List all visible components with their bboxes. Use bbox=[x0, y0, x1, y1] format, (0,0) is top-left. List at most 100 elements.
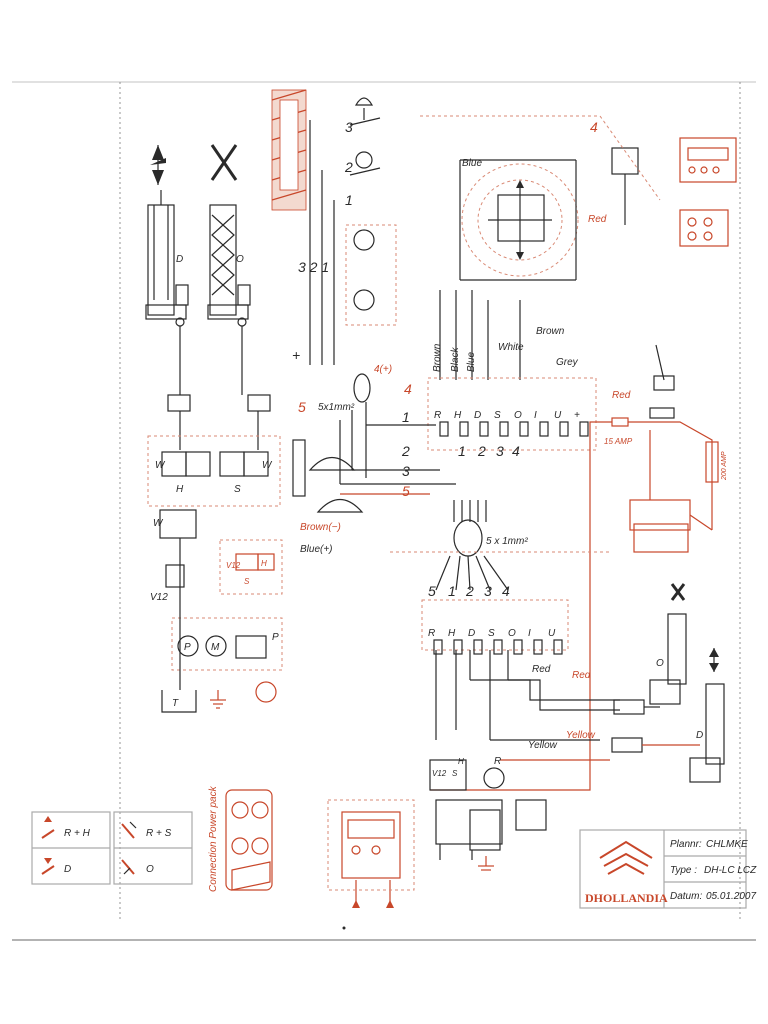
switch-2-label: 2 bbox=[344, 159, 353, 175]
plan-value: CHLMKE bbox=[706, 839, 748, 850]
cable-connector-top bbox=[353, 373, 371, 403]
solenoid-v12-label: V12 bbox=[226, 561, 241, 570]
lower-terminal-box bbox=[513, 639, 523, 655]
wire-yellow2-label: Yellow bbox=[566, 730, 596, 741]
cylinder-d-small: D bbox=[689, 648, 725, 783]
switch-3-label: 3 bbox=[345, 119, 353, 135]
wire-numbers: 1 2 3 5 1 2 3 4 bbox=[339, 402, 520, 499]
lower-terminal-label: I bbox=[528, 628, 531, 639]
lower-num-5: 5 bbox=[428, 583, 436, 599]
control-panel-icon bbox=[679, 137, 737, 247]
legend-tilt-down-icon bbox=[121, 859, 135, 875]
wire-yellow-label: Yellow bbox=[528, 740, 558, 751]
cyl-d-small-label: D bbox=[696, 730, 703, 741]
pp-v12-label: V12 bbox=[432, 769, 447, 778]
valve-s: W S bbox=[219, 451, 273, 495]
lower-terminal-label: O bbox=[508, 628, 516, 639]
solenoid-h-label: H bbox=[261, 559, 267, 568]
upper-terminal-label: + bbox=[574, 410, 580, 421]
cyl-o-label: O bbox=[236, 254, 244, 265]
wire-num-2: 2 bbox=[401, 443, 410, 459]
wire-red-strip-label: Red bbox=[612, 390, 631, 401]
power-pack-connection: Connection Power pack bbox=[208, 785, 273, 892]
tilt-cross-icon bbox=[210, 144, 238, 181]
upper-terminal-label: S bbox=[494, 410, 501, 421]
motor-icon bbox=[205, 635, 227, 657]
legend-item-rs: R + S bbox=[146, 828, 172, 839]
upper-terminal-box bbox=[559, 421, 569, 437]
wire-white-label: White bbox=[498, 342, 524, 353]
power-pack-label: Connection Power pack bbox=[208, 785, 219, 892]
lower-wiring: Red Red Yellow Yellow bbox=[435, 650, 700, 761]
battery-and-main-switch: 200 AMP bbox=[430, 344, 728, 791]
wire-321-label: 3 2 1 bbox=[298, 259, 329, 275]
relay-label: R bbox=[494, 756, 501, 767]
plan-label: Plannr: bbox=[670, 839, 702, 850]
switch-1-icon bbox=[345, 224, 397, 326]
valve-h: W H bbox=[155, 451, 211, 495]
lift-arrow-icon bbox=[150, 145, 166, 185]
cylinder-o: O bbox=[207, 204, 251, 327]
cable-top-label: 5x1mm² bbox=[318, 402, 355, 413]
lower-terminal-box bbox=[433, 639, 443, 655]
valve-w3-label: W bbox=[153, 518, 164, 529]
lower-terminal-box bbox=[493, 639, 503, 655]
relay-icon bbox=[483, 767, 505, 789]
wire-grey-label: Grey bbox=[556, 357, 579, 368]
lift-arrow-icon-small bbox=[709, 648, 719, 672]
lower-terminal-label: H bbox=[448, 628, 456, 639]
switch-2-icon bbox=[349, 151, 381, 176]
valve-w-label: W bbox=[155, 460, 166, 471]
blue-pos-label: Blue(+) bbox=[300, 544, 333, 555]
solenoid-s-label: S bbox=[244, 577, 250, 586]
pp-h-label: H bbox=[458, 757, 464, 766]
positive-label: 4(+) bbox=[374, 364, 392, 375]
lower-terminal-label: U bbox=[548, 628, 556, 639]
wire-red-top-label: Red bbox=[588, 214, 607, 225]
main-fuse-icon bbox=[705, 441, 719, 483]
pump-icon bbox=[177, 635, 199, 657]
lower-terminal-label: S bbox=[488, 628, 495, 639]
wire-5-label: 5 bbox=[298, 399, 306, 415]
fuse-label: 15 AMP bbox=[604, 437, 633, 446]
wire-4b-label: 4 bbox=[590, 119, 598, 135]
wire-num-4b: 4 bbox=[512, 443, 520, 459]
upper-terminal-label: H bbox=[454, 410, 462, 421]
pp-s-label: S bbox=[452, 769, 458, 778]
bottom-markers bbox=[342, 900, 394, 930]
brown-neg-label: Brown(−) bbox=[300, 522, 341, 533]
upper-terminal-box bbox=[539, 421, 549, 437]
lower-num-2: 2 bbox=[465, 583, 474, 599]
wire-num-1b: 1 bbox=[458, 443, 466, 459]
logo-text: DHOLLANDIA bbox=[585, 891, 668, 905]
wire-brown-label: Brown bbox=[536, 326, 565, 337]
type-label: Type : bbox=[670, 865, 697, 876]
wire-brown-vert-label: Brown bbox=[432, 343, 443, 372]
power-pack: V12 S H R bbox=[429, 756, 547, 871]
legend-tilt-up-icon bbox=[121, 821, 137, 839]
lower-terminal-box bbox=[533, 639, 543, 655]
switch-column: 3 2 1 3 2 1 4(+) + 5 5x1mm² 4 bbox=[292, 97, 412, 415]
hydraulic-circuit: D O W H W bbox=[145, 144, 283, 713]
date-value: 05.01.2007 bbox=[706, 891, 756, 902]
upper-terminal-box bbox=[499, 421, 509, 437]
motor-label: M bbox=[211, 642, 220, 653]
cylinder-o-small: O bbox=[649, 583, 687, 705]
fuse-side-label: 200 AMP bbox=[721, 451, 728, 481]
wire-4-label: 4 bbox=[404, 381, 412, 397]
lower-terminal-box bbox=[453, 639, 463, 655]
pump-label: P bbox=[184, 642, 191, 653]
pressure-gauge-icon bbox=[255, 681, 277, 703]
upper-terminal-box bbox=[439, 421, 449, 437]
switch-1-label: 1 bbox=[345, 192, 353, 208]
legend-item-d: D bbox=[64, 864, 71, 875]
wire-num-5: 5 bbox=[402, 483, 410, 499]
fuse-icon bbox=[611, 417, 629, 427]
hatched-wall bbox=[271, 89, 307, 211]
lower-num-4: 4 bbox=[502, 583, 510, 599]
wire-red-lower2-label: Red bbox=[572, 670, 591, 681]
legend-lift-down-icon bbox=[41, 858, 55, 875]
plus-label: + bbox=[292, 347, 300, 363]
lower-num-3: 3 bbox=[484, 583, 492, 599]
